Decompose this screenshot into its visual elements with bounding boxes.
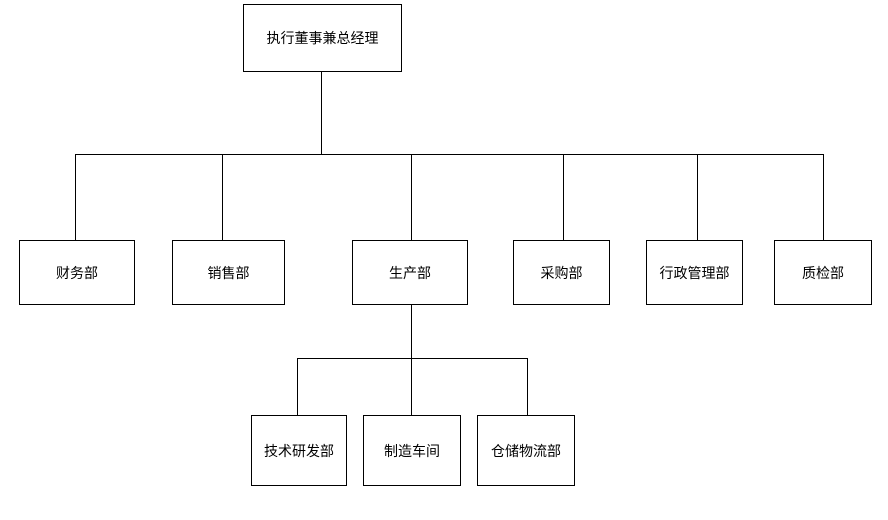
connector-root-to-bus: [321, 72, 322, 154]
org-node-general-manager: 执行董事兼总经理: [243, 4, 402, 72]
connector-drop-rd: [297, 358, 298, 415]
connector-drop-admin: [697, 154, 698, 240]
connector-drop-sales: [222, 154, 223, 240]
org-node-sales: 销售部: [172, 240, 285, 305]
connector-drop-finance: [75, 154, 76, 240]
org-node-quality-inspection: 质检部: [774, 240, 872, 305]
org-node-manufacturing-workshop: 制造车间: [363, 415, 461, 486]
org-node-admin-management: 行政管理部: [646, 240, 743, 305]
org-node-tech-rd: 技术研发部: [251, 415, 347, 486]
connector-level3-bus: [297, 358, 528, 359]
org-node-finance: 财务部: [19, 240, 135, 305]
connector-drop-workshop: [411, 358, 412, 415]
connector-level2-bus: [75, 154, 824, 155]
connector-drop-production: [411, 154, 412, 240]
connector-drop-purchasing: [563, 154, 564, 240]
connector-drop-quality: [823, 154, 824, 240]
connector-drop-warehouse: [527, 358, 528, 415]
org-node-purchasing: 采购部: [513, 240, 610, 305]
connector-production-to-bus: [411, 305, 412, 358]
org-node-warehouse-logistics: 仓储物流部: [477, 415, 575, 486]
org-node-production: 生产部: [352, 240, 468, 305]
